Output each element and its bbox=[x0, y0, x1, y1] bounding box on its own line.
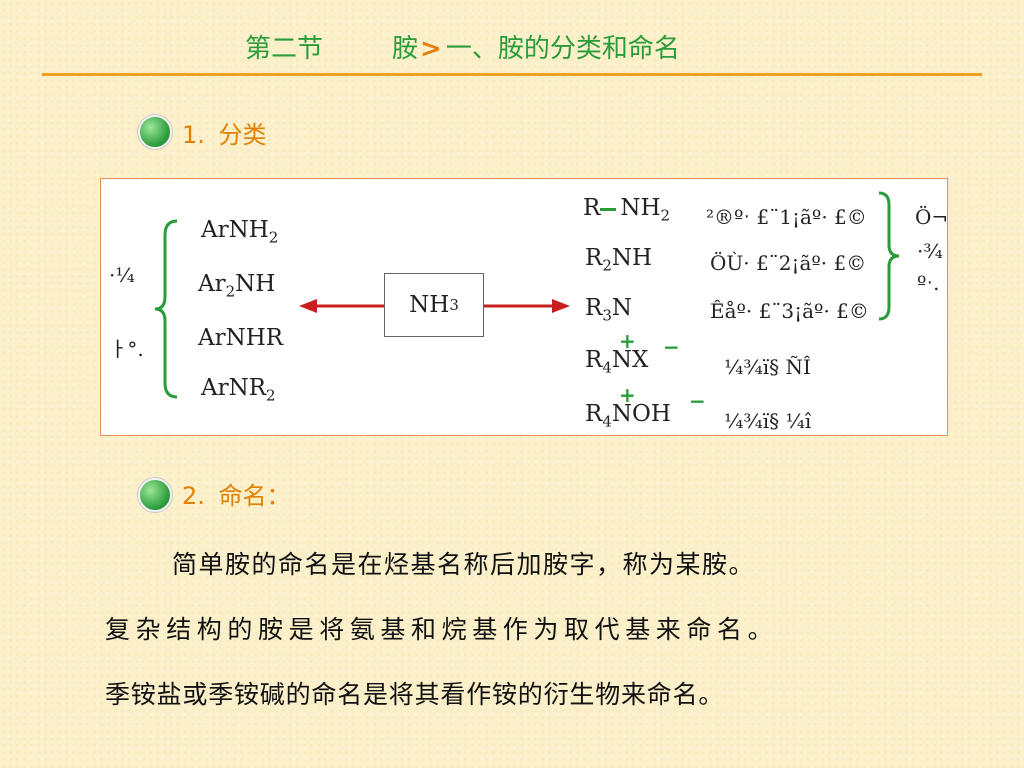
charge-plus-1: + bbox=[619, 329, 636, 353]
slide-title: 胺>一、胺的分类和命名 bbox=[392, 28, 680, 65]
section-2-number: 2. bbox=[182, 482, 205, 510]
arrow-left-icon bbox=[299, 299, 385, 313]
charge-plus-2: + bbox=[619, 383, 636, 407]
section-2-bullet-icon bbox=[138, 478, 172, 512]
arrow-right-icon bbox=[484, 299, 570, 313]
alkyl-amine-5: R4NOH bbox=[585, 401, 671, 431]
aryl-group-label-1: ·¼ bbox=[109, 263, 135, 287]
alkyl-amine-3: R3N bbox=[585, 295, 632, 325]
section-1-number: 1. bbox=[182, 121, 205, 149]
aryl-amine-1: ArNH2 bbox=[201, 217, 279, 247]
header-divider bbox=[42, 73, 982, 76]
chapter-label: 第二节 bbox=[245, 34, 324, 64]
right-brace-icon bbox=[878, 191, 900, 321]
slide-header: 第二节 胺>一、胺的分类和命名 bbox=[0, 22, 1024, 66]
naming-rule-1: 简单胺的命名是在烃基名称后加胺字，称为某胺。 bbox=[172, 550, 756, 579]
section-2-label: 命名： bbox=[218, 482, 291, 510]
aryl-amine-4: ArNR2 bbox=[201, 375, 276, 405]
single-bond-icon bbox=[600, 208, 616, 211]
aryl-amine-3: ArNHR bbox=[198, 325, 284, 351]
secondary-amine-label: ÖÙ· £¨2¡ãº· £© bbox=[710, 251, 867, 275]
section-1-bullet-icon bbox=[138, 115, 172, 149]
aryl-group-label-2: ￂ°. bbox=[109, 337, 144, 361]
left-brace-icon bbox=[154, 219, 178, 399]
alkyl-group-label-1: Ö¬ bbox=[915, 205, 949, 229]
naming-rule-2: 复杂结构的胺是将氨基和烷基作为取代基来命名。 bbox=[105, 615, 779, 644]
aryl-amine-2: Ar2NH bbox=[198, 271, 276, 301]
alkyl-group-label-2: ·¾ bbox=[917, 239, 943, 263]
alkyl-amine-4: R4NX bbox=[585, 347, 649, 377]
naming-rule-3: 季铵盐或季铵碱的命名是将其看作铵的衍生物来命名。 bbox=[105, 680, 725, 709]
section-1-title: 1. 分类 bbox=[182, 115, 267, 150]
section-2-title: 2. 命名： bbox=[182, 476, 291, 511]
primary-amine-label: ²®ºˑ £¨1¡ãº· £© bbox=[706, 205, 867, 229]
title-subtopic: 一、胺的分类和命名 bbox=[445, 34, 680, 64]
tertiary-amine-label: Êåº· £¨3¡ãº· £© bbox=[710, 299, 869, 323]
quaternary-base-label: ¼¾ï§ ¼î bbox=[724, 409, 812, 433]
title-topic: 胺 bbox=[392, 34, 419, 64]
section-1-label: 分类 bbox=[218, 121, 267, 149]
quaternary-salt-label: ¼¾ï§ ÑÎ bbox=[724, 355, 811, 379]
charge-minus-2: − bbox=[689, 389, 706, 413]
title-separator-icon: > bbox=[420, 34, 442, 64]
alkyl-amine-2: R2NH bbox=[585, 245, 653, 275]
alkyl-group-label-3: ºˑ. bbox=[917, 271, 940, 295]
charge-minus-1: − bbox=[663, 335, 680, 359]
